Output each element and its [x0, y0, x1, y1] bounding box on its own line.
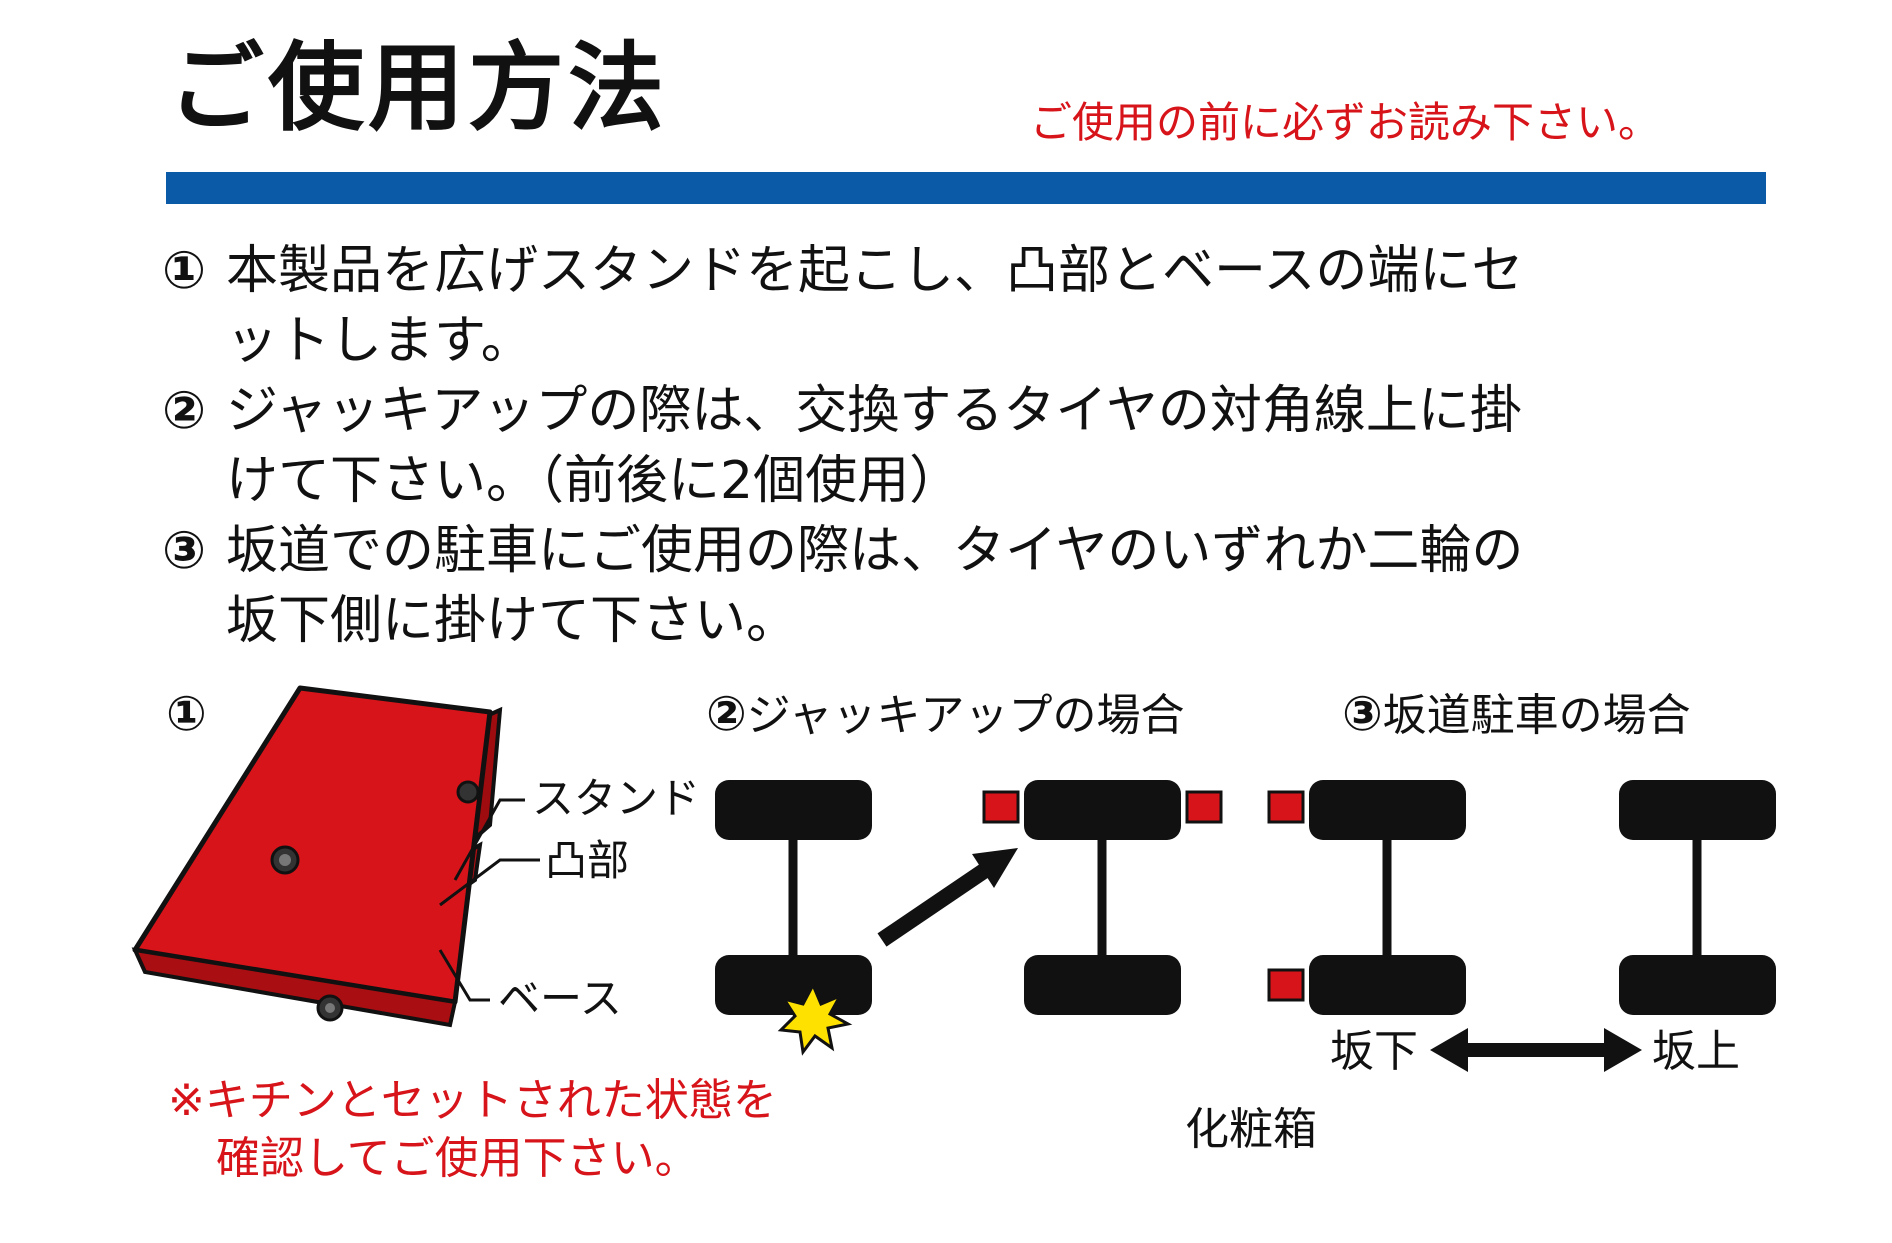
callout-stand: スタンド: [532, 774, 701, 823]
callout-line-stand: [453, 798, 525, 881]
callout-base: ベース: [498, 974, 622, 1023]
tire-icon: [1309, 955, 1466, 1015]
step-2-line1: ジャッキアップの際は、交換するタイヤの対角線上に掛: [226, 381, 1522, 441]
tire-icon: [1024, 780, 1181, 840]
tire-icon: [1024, 955, 1181, 1015]
step-3-line2: 坂下側に掛けて下さい。: [226, 591, 799, 651]
step-1: ① 本製品を広げスタンドを起こし、凸部とベースの端にセ ットします。: [162, 236, 1523, 376]
downhill-label: 坂下: [1330, 1026, 1418, 1077]
header-rule: [166, 172, 1766, 204]
step-1-number: ①: [162, 241, 207, 301]
setup-note-line1: ※キチンとセットされた状態を: [168, 1075, 777, 1126]
figure-2-number: ②: [706, 686, 747, 742]
callout-bump: 凸部: [545, 836, 630, 885]
step-2-number: ②: [162, 381, 207, 441]
chock-illustration: [131, 685, 503, 1028]
tire-icon: [715, 780, 872, 840]
arrow-icon: [877, 853, 1005, 947]
box-label: 化粧箱: [1185, 1104, 1317, 1155]
spark-icon: [777, 981, 853, 1056]
setup-note-line2: 確認してご使用下さい。: [216, 1133, 699, 1184]
slope-diagram: [1267, 780, 1776, 1072]
tire-icon: [1309, 780, 1466, 840]
step-2-line2: けて下さい。（前後に2個使用）: [226, 451, 962, 511]
tire-icon: [1619, 955, 1776, 1015]
warning-note: ご使用の前に必ずお読み下さい。: [1030, 98, 1661, 147]
figure-2-title: ジャッキアップの場合: [746, 690, 1185, 741]
step-3-line1: 坂道での駐車にご使用の際は、タイヤのいずれか二輪の: [226, 521, 1524, 581]
tire-icon: [1619, 780, 1776, 840]
figure-3-label: ③坂道駐車の場合: [1342, 690, 1691, 738]
step-2: ② ジャッキアップの際は、交換するタイヤの対角線上に掛 けて下さい。（前後に2個使…: [162, 376, 1522, 516]
callout-line-bump: [439, 858, 540, 907]
setup-note: ※キチンとセットされた状態を 確認してご使用下さい。: [168, 1072, 777, 1188]
page-title: ご使用方法: [168, 32, 668, 144]
figure-3-number: ③: [1342, 686, 1383, 742]
step-3: ③ 坂道での駐車にご使用の際は、タイヤのいずれか二輪の 坂下側に掛けて下さい。: [162, 516, 1523, 656]
jackup-diagram: [715, 780, 1223, 1056]
callout-line-base: [438, 949, 490, 1002]
figure-2-label: ②ジャッキアップの場合: [706, 690, 1184, 738]
figure-3-title: 坂道駐車の場合: [1382, 690, 1691, 741]
step-3-number: ③: [162, 521, 207, 581]
figure-1-number: ①: [166, 686, 207, 742]
step-1-line1: 本製品を広げスタンドを起こし、凸部とベースの端にセ: [226, 241, 1524, 301]
step-1-line2: ットします。: [226, 311, 533, 371]
uphill-label: 坂上: [1652, 1026, 1740, 1077]
